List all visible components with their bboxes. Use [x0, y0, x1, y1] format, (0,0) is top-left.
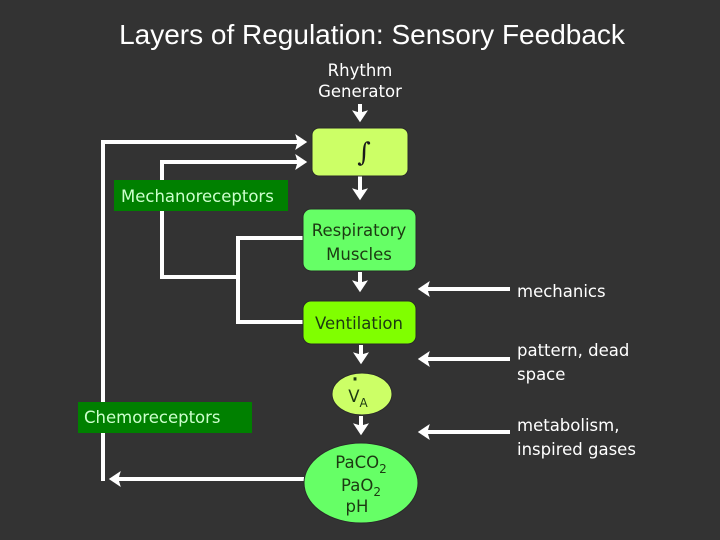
chemoreceptors-label: Chemoreceptors — [84, 408, 221, 427]
paco2-label: PaCO2 — [335, 453, 386, 476]
rhythm-generator-line1: Rhythm — [328, 61, 393, 80]
blood-gases-ellipse — [303, 442, 419, 524]
mechanics-label: mechanics — [517, 282, 606, 301]
respiratory-muscles-line2: Muscles — [326, 245, 392, 264]
alveolar-ventilation-ellipse — [331, 372, 393, 416]
chemoreceptors-node: Chemoreceptors — [78, 402, 252, 433]
chemoreceptors-box — [78, 402, 252, 433]
mechanoreceptors-box — [114, 180, 288, 211]
muscle-ventilation-sensor-line — [236, 236, 303, 324]
blood-gases-node: PaCO2 PaO2 pH — [303, 442, 419, 524]
integral-symbol-icon: ∫ — [357, 138, 371, 168]
pao2-base: PaO — [341, 476, 373, 495]
page-title: Layers of Regulation: Sensory Feedback — [119, 19, 626, 50]
rhythm-generator-label: Rhythm Generator — [318, 61, 402, 101]
metabolism-label-line1: metabolism, — [517, 416, 619, 435]
alveolar-ventilation-node: VA · — [331, 370, 393, 416]
chemoreceptor-feedback-arrow — [101, 134, 308, 481]
metabolism-label-line2: inspired gases — [517, 440, 636, 459]
pao2-subscript: 2 — [373, 485, 381, 499]
pattern-label-line1: pattern, dead — [517, 341, 629, 360]
v-subscript: A — [360, 396, 369, 410]
ventilation-node: Ventilation — [302, 300, 417, 345]
respiratory-muscles-node: Respiratory Muscles — [302, 208, 417, 272]
ventilation-label: Ventilation — [315, 314, 403, 333]
ventilation-box — [302, 300, 417, 345]
mechanoreceptors-node: Mechanoreceptors — [114, 180, 288, 211]
rhythm-generator-line2: Generator — [318, 82, 402, 101]
alveolar-ventilation-symbol: VA — [348, 387, 368, 410]
respiratory-muscles-line1: Respiratory — [312, 221, 407, 240]
integrator-box — [311, 127, 409, 177]
mechanoreceptors-label: Mechanoreceptors — [121, 187, 274, 206]
v-symbol: V — [348, 387, 360, 406]
v-dot-mark: · — [352, 370, 358, 389]
pao2-label: PaO2 — [341, 476, 381, 499]
pattern-label-line2: space — [517, 365, 565, 384]
paco2-subscript: 2 — [379, 462, 387, 476]
paco2-base: PaCO — [335, 453, 379, 472]
integrator-node: ∫ — [311, 127, 409, 177]
mechanoreceptor-feedback-arrow — [160, 154, 308, 277]
ph-label: pH — [346, 497, 369, 516]
respiratory-muscles-box — [302, 208, 417, 272]
